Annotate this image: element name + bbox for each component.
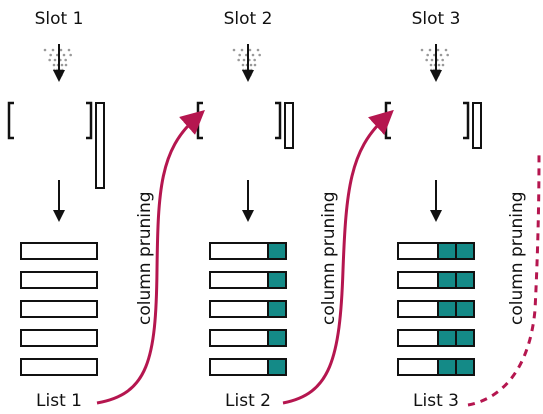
filled-column-cell bbox=[455, 242, 475, 260]
list-row bbox=[209, 329, 287, 347]
list-3-label: List 3 bbox=[413, 391, 459, 411]
filled-column-cell bbox=[267, 271, 287, 289]
left-bracket-icon bbox=[384, 101, 391, 140]
list-row bbox=[20, 329, 98, 347]
right-bracket-icon bbox=[86, 101, 93, 140]
filled-column-cell bbox=[455, 271, 475, 289]
list-row-box bbox=[20, 329, 98, 347]
down-arrow-head-icon bbox=[53, 70, 65, 82]
filled-column-cell bbox=[437, 329, 457, 347]
filled-column-cell bbox=[267, 242, 287, 260]
list-row-box bbox=[20, 242, 98, 260]
filled-column-cell bbox=[455, 358, 475, 376]
curved-arrow-icon bbox=[96, 110, 205, 405]
right-bracket-icon bbox=[463, 101, 470, 140]
list-row bbox=[209, 300, 287, 318]
vector-column bbox=[95, 102, 105, 189]
filled-column-cell bbox=[267, 329, 287, 347]
filled-column-cell bbox=[437, 358, 457, 376]
filled-column-cell bbox=[455, 300, 475, 318]
curved-arrow-icon bbox=[282, 109, 394, 405]
column-pruning-label-1: column pruning bbox=[135, 191, 155, 325]
filled-column-cell bbox=[437, 242, 457, 260]
column-pruning-label-3: column pruning bbox=[507, 191, 527, 325]
vector-column bbox=[284, 102, 294, 149]
dashed-curved-arrow-icon bbox=[467, 154, 541, 407]
list-row bbox=[397, 329, 475, 347]
list-row bbox=[20, 358, 98, 376]
list-row-box bbox=[20, 271, 98, 289]
filled-column-cell bbox=[437, 271, 457, 289]
column-pruning-label-2: column pruning bbox=[319, 191, 339, 325]
slot-3: Slot 3 List 3 bbox=[384, 9, 482, 411]
filled-column-cell bbox=[437, 300, 457, 318]
slot-3-title: Slot 3 bbox=[412, 9, 461, 29]
down-arrow-head-icon bbox=[430, 70, 442, 82]
list-1-label: List 1 bbox=[36, 391, 82, 411]
list-row bbox=[209, 242, 287, 260]
list-row bbox=[20, 271, 98, 289]
left-bracket-icon bbox=[196, 101, 203, 140]
down-arrow-head-icon bbox=[53, 210, 65, 222]
filled-column-cell bbox=[267, 300, 287, 318]
list-row bbox=[397, 300, 475, 318]
down-arrow-head-icon bbox=[242, 210, 254, 222]
slot-1-title: Slot 1 bbox=[35, 9, 84, 29]
slot-1: Slot 1 List 1 bbox=[7, 9, 105, 411]
slot-2-title: Slot 2 bbox=[224, 9, 273, 29]
list-row bbox=[397, 271, 475, 289]
list-row-box bbox=[20, 358, 98, 376]
list-row bbox=[209, 358, 287, 376]
list-row bbox=[209, 271, 287, 289]
filled-column-cell bbox=[267, 358, 287, 376]
slot-2: Slot 2 List 2 bbox=[196, 9, 294, 411]
down-arrow-head-icon bbox=[242, 70, 254, 82]
list-2-label: List 2 bbox=[225, 391, 271, 411]
filled-column-cell bbox=[455, 329, 475, 347]
vector-column bbox=[472, 102, 482, 149]
list-row-box bbox=[20, 300, 98, 318]
right-bracket-icon bbox=[275, 101, 282, 140]
list-row bbox=[20, 242, 98, 260]
down-arrow-head-icon bbox=[430, 210, 442, 222]
list-row bbox=[397, 242, 475, 260]
list-row bbox=[20, 300, 98, 318]
list-row bbox=[397, 358, 475, 376]
left-bracket-icon bbox=[7, 101, 14, 140]
